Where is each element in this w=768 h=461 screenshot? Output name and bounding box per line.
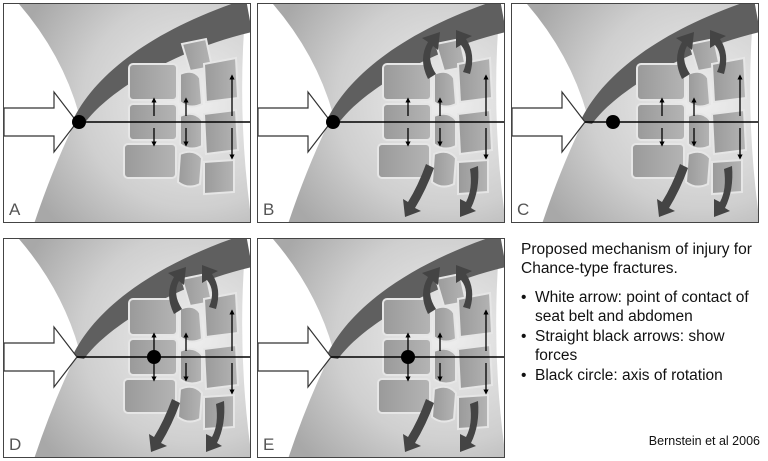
diagram-svg: [512, 4, 758, 223]
panel-label: B: [263, 200, 275, 219]
rotation-arrow: [710, 30, 727, 74]
rotation-axis-circle: [326, 115, 340, 129]
rotation-axis-circle: [606, 115, 620, 129]
rotation-axis-circle: [147, 350, 161, 364]
panel-label: D: [9, 435, 22, 454]
rotation-arrow: [403, 164, 434, 217]
rotation-axis-circle: [72, 115, 86, 129]
diagram-svg: [4, 239, 250, 458]
caption: Proposed mechanism of injury for Chance-…: [521, 240, 766, 386]
rotation-arrow: [460, 401, 479, 452]
caption-bullet: Straight black arrows: show forces: [521, 327, 766, 365]
panel-e: E: [257, 238, 505, 458]
seatbelt-contact-arrow: [4, 90, 78, 154]
panel-label: C: [517, 200, 530, 219]
rotation-arrow: [657, 164, 688, 217]
panel-b: B: [257, 3, 505, 223]
rotation-arrow: [676, 32, 694, 79]
rotation-arrow: [403, 399, 434, 452]
rotation-arrow: [460, 166, 479, 217]
seatbelt-contact-arrow: [512, 90, 586, 154]
seatbelt-contact-arrow: [258, 325, 332, 389]
rotation-arrow: [206, 401, 225, 452]
rotation-arrow: [456, 265, 473, 309]
rotation-arrow: [422, 32, 440, 79]
rotation-arrow: [456, 30, 473, 74]
panel-c: C: [511, 3, 759, 223]
panel-d: D: [3, 238, 251, 458]
caption-bullets: White arrow: point of contact of seat be…: [521, 288, 766, 385]
panel-label: E: [263, 435, 275, 454]
diagram-svg: [258, 239, 504, 458]
rotation-axis-circle: [401, 350, 415, 364]
rotation-arrow: [168, 267, 186, 314]
panel-a: A: [3, 3, 251, 223]
panel-label: A: [9, 200, 21, 219]
seatbelt-contact-arrow: [258, 90, 332, 154]
caption-title: Proposed mechanism of injury for Chance-…: [521, 241, 752, 277]
credit: Bernstein et al 2006: [648, 434, 760, 448]
rotation-arrow: [714, 166, 733, 217]
caption-bullet: Black circle: axis of rotation: [521, 366, 766, 385]
rotation-arrow: [202, 265, 219, 309]
caption-bullet: White arrow: point of contact of seat be…: [521, 288, 766, 326]
seatbelt-contact-arrow: [4, 325, 78, 389]
rotation-arrow: [149, 399, 180, 452]
diagram-svg: [4, 4, 250, 223]
diagram-svg: [258, 4, 504, 223]
rotation-arrow: [422, 267, 440, 314]
